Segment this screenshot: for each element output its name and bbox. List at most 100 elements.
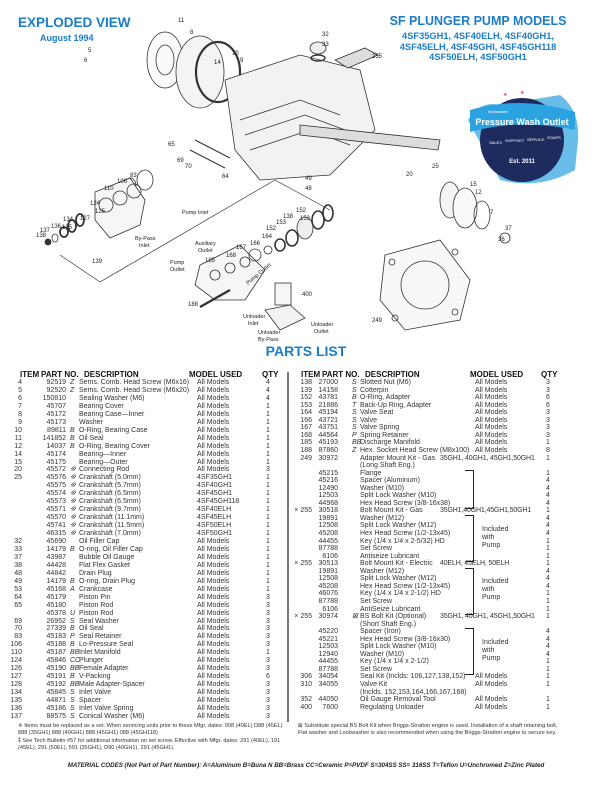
callout-152: 152: [266, 226, 277, 232]
label-unloader-outlet: Unloader: [311, 322, 333, 328]
cell-desc: AntiSeize Lubricant: [360, 605, 421, 613]
cell-desc: Crankcase: [79, 585, 113, 593]
callout-135: 135: [62, 225, 73, 231]
cell-part: 6106: [322, 552, 338, 560]
callout-124: 124: [90, 201, 101, 207]
cell-model: All Models: [197, 434, 230, 442]
cell-desc: Bearing Case—Inner: [79, 410, 145, 418]
cell-code: B: [352, 394, 357, 402]
cell-model: All Models: [197, 697, 230, 704]
cell-desc: Crankshaft (11.1mm): [79, 514, 145, 522]
cell-item: × 255: [294, 560, 312, 568]
cell-qty: 1: [266, 561, 270, 569]
cell-qty: 3: [266, 466, 270, 474]
cell-code: B: [70, 545, 75, 553]
cell-desc: Seal Washer: [79, 617, 119, 625]
cell-qty: 3: [266, 689, 270, 697]
cell-part: 14179: [46, 545, 66, 553]
cell-qty: 1: [546, 469, 550, 477]
callout-167: 167: [236, 245, 247, 251]
cell-item: × 255: [294, 507, 312, 515]
cell-code: S: [70, 697, 75, 704]
cell-model: All Models: [197, 458, 230, 466]
cell-part: 19891: [318, 514, 338, 522]
callout-168: 168: [226, 253, 237, 259]
cell-model: All Models: [475, 439, 508, 447]
cell-item: 127: [10, 673, 22, 681]
cell-part: 44871: [46, 697, 66, 704]
cell-code: A: [70, 585, 75, 593]
cell-qty: 4: [266, 379, 270, 386]
col-header-model: MODEL USED: [470, 370, 524, 379]
cell-model: All Models: [197, 538, 230, 545]
col-header-qty: QTY: [262, 370, 279, 379]
cell-desc: Spacer: [79, 697, 102, 704]
cell-code: BB: [70, 649, 80, 657]
cell-desc: Back-Up Ring, Adapter: [360, 401, 432, 409]
cell-part: 45378: [46, 609, 66, 617]
cell-qty: 4: [546, 650, 550, 658]
cell-qty: 1: [266, 482, 270, 490]
crankshaft: [299, 124, 441, 151]
cell-desc: Cotterpin: [360, 386, 389, 394]
cell-model: All Models: [197, 410, 230, 418]
cell-desc: Slotted Nut (M6): [360, 379, 411, 386]
cell-code: P: [70, 633, 75, 641]
cell-part: 46315: [46, 530, 66, 538]
cell-desc: (Inclds. 152,153,164,166,167,168): [360, 688, 467, 696]
cell-qty: 3: [266, 712, 270, 720]
callout-36: 36: [498, 237, 505, 243]
included-bracket: [465, 514, 474, 563]
cell-model: All Models: [197, 617, 230, 625]
cell-desc: Piston Rod: [79, 601, 114, 609]
cell-model: All Models: [197, 569, 230, 577]
callout-400: 400: [302, 292, 313, 298]
cell-part: 12503: [318, 643, 338, 651]
cell-part: 14158: [318, 386, 338, 394]
cell-part: 45187: [46, 649, 66, 657]
cell-qty: 1: [266, 514, 270, 522]
callout-6: 6: [84, 58, 88, 64]
cell-model: 35GH1, 40GH1, 45GH1,50GH1: [440, 454, 535, 462]
cell-code: S: [70, 617, 75, 625]
cell-qty: 1: [546, 439, 550, 447]
included-bracket: [465, 469, 474, 510]
cell-qty: 4: [546, 492, 550, 500]
cell-model: 4SF45ELH: [197, 514, 232, 522]
callout-166: 166: [250, 241, 261, 247]
cell-desc: Valve Spring: [360, 424, 400, 432]
callout-152: 152: [296, 208, 307, 214]
cell-desc: (Long Shaft Eng.): [360, 462, 415, 470]
col-header-description: DESCRIPTION: [84, 370, 139, 379]
cell-item: 106: [10, 641, 22, 649]
svg-text:Northeastern: Northeastern: [488, 110, 508, 114]
cell-model: All Models: [197, 553, 230, 561]
callout-14: 14: [214, 60, 221, 66]
cell-desc: Inlet Valve Spring: [79, 704, 134, 712]
cell-qty: 1: [546, 454, 550, 462]
cell-model: All Models: [197, 561, 230, 569]
callout-37: 37: [505, 226, 512, 232]
cell-qty: 1: [266, 538, 270, 545]
callout-138: 138: [36, 233, 47, 239]
cell-qty: 3: [266, 641, 270, 649]
cell-desc: Adapter Mount Kit - Gas: [360, 454, 436, 462]
cell-desc: Hex Head Screw (1/2-13x45): [360, 530, 451, 537]
cell-qty: 1: [546, 507, 550, 515]
label-bypass-inlet: Inlet: [139, 243, 150, 249]
cell-desc: Crankshaft (6.5mm): [79, 498, 141, 506]
cell-desc: Crankshaft (6.5mm): [79, 490, 141, 498]
cell-part: 12940: [318, 650, 338, 658]
cell-item: 83: [14, 633, 22, 641]
cell-item: 11: [14, 434, 22, 442]
cell-qty: 3: [546, 424, 550, 432]
cell-part: 46076: [318, 590, 338, 598]
cell-part: 45690: [46, 538, 66, 545]
cell-model: All Models: [197, 649, 230, 657]
label-aux-outlet: Auxiliary: [195, 241, 216, 247]
cell-code: S: [352, 409, 357, 417]
cell-model: 4SF40ELH: [197, 506, 232, 514]
cell-code: B: [70, 434, 75, 442]
cell-model: All Models: [475, 673, 508, 681]
cell-part: 27339: [46, 625, 66, 633]
